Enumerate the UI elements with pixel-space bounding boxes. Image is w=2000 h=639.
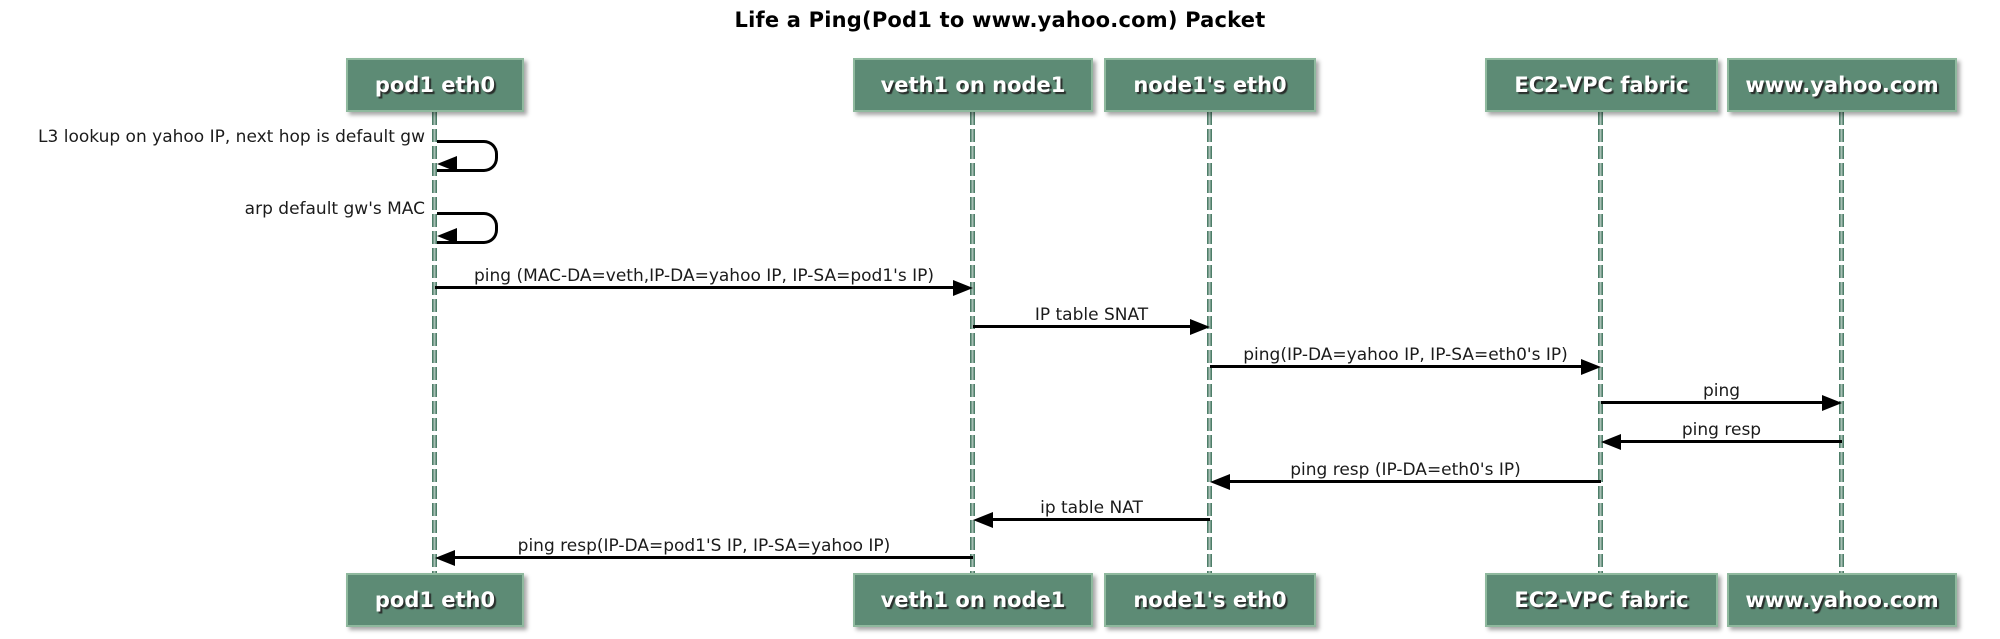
message-line (435, 286, 955, 289)
participant-label: EC2-VPC fabric (1514, 588, 1689, 612)
lifeline-www-yahoo-com (1839, 112, 1844, 573)
participant-label: www.yahoo.com (1745, 73, 1939, 97)
self-message-label: L3 lookup on yahoo IP, next hop is defau… (38, 127, 425, 147)
participant-label: EC2-VPC fabric (1514, 73, 1689, 97)
participant-label: veth1 on node1 (880, 73, 1066, 97)
lifeline-veth1-on-node1 (970, 112, 975, 573)
arrowhead-left-icon (973, 512, 993, 528)
self-message-label: arp default gw's MAC (244, 199, 425, 219)
self-message-loop (437, 212, 498, 244)
participant-top-node1s-eth0: node1's eth0 (1104, 58, 1316, 112)
message-label: ip table NAT (1040, 498, 1143, 518)
message-line (1601, 401, 1824, 404)
arrowhead-left-icon (437, 156, 457, 172)
arrowhead-right-icon (1581, 359, 1601, 375)
arrowhead-right-icon (1190, 319, 1210, 335)
participant-label: veth1 on node1 (880, 588, 1066, 612)
message-label: ping resp (1681, 420, 1762, 440)
arrowhead-right-icon (953, 280, 973, 296)
lifeline-ec2-vpc-fabric (1598, 112, 1603, 573)
self-message-loop (437, 140, 498, 172)
participant-bottom-www-yahoo-com: www.yahoo.com (1727, 573, 1957, 627)
participant-label: www.yahoo.com (1745, 588, 1939, 612)
arrowhead-left-icon (437, 228, 457, 244)
participant-bottom-pod1-eth0: pod1 eth0 (346, 573, 524, 627)
arrowhead-left-icon (1601, 434, 1621, 450)
lifeline-pod1-eth0 (432, 112, 437, 573)
message-label: ping(IP-DA=yahoo IP, IP-SA=eth0's IP) (1243, 345, 1568, 365)
diagram-title: Life a Ping(Pod1 to www.yahoo.com) Packe… (734, 8, 1266, 32)
message-label: ping (MAC-DA=veth,IP-DA=yahoo IP, IP-SA=… (473, 266, 934, 286)
participant-label: pod1 eth0 (374, 588, 496, 612)
message-label: ping resp (IP-DA=eth0's IP) (1290, 460, 1521, 480)
participant-bottom-ec2-vpc-fabric: EC2-VPC fabric (1485, 573, 1718, 627)
participant-label: pod1 eth0 (374, 73, 496, 97)
arrowhead-left-icon (1210, 474, 1230, 490)
participant-top-www-yahoo-com: www.yahoo.com (1727, 58, 1957, 112)
participant-bottom-node1s-eth0: node1's eth0 (1104, 573, 1316, 627)
lifeline-node1s-eth0 (1207, 112, 1212, 573)
message-line (1210, 365, 1583, 368)
message-label: ping (1702, 381, 1741, 401)
arrowhead-right-icon (1822, 395, 1842, 411)
message-line (991, 518, 1210, 521)
message-line (1228, 480, 1601, 483)
participant-top-veth1-on-node1: veth1 on node1 (853, 58, 1093, 112)
message-label: IP table SNAT (1034, 305, 1149, 325)
participant-top-ec2-vpc-fabric: EC2-VPC fabric (1485, 58, 1718, 112)
message-line (453, 556, 973, 559)
participant-bottom-veth1-on-node1: veth1 on node1 (853, 573, 1093, 627)
participant-top-pod1-eth0: pod1 eth0 (346, 58, 524, 112)
message-line (973, 325, 1192, 328)
participant-label: node1's eth0 (1133, 588, 1287, 612)
message-line (1619, 440, 1842, 443)
message-label: ping resp(IP-DA=pod1'S IP, IP-SA=yahoo I… (517, 536, 891, 556)
arrowhead-left-icon (435, 550, 455, 566)
participant-label: node1's eth0 (1133, 73, 1287, 97)
